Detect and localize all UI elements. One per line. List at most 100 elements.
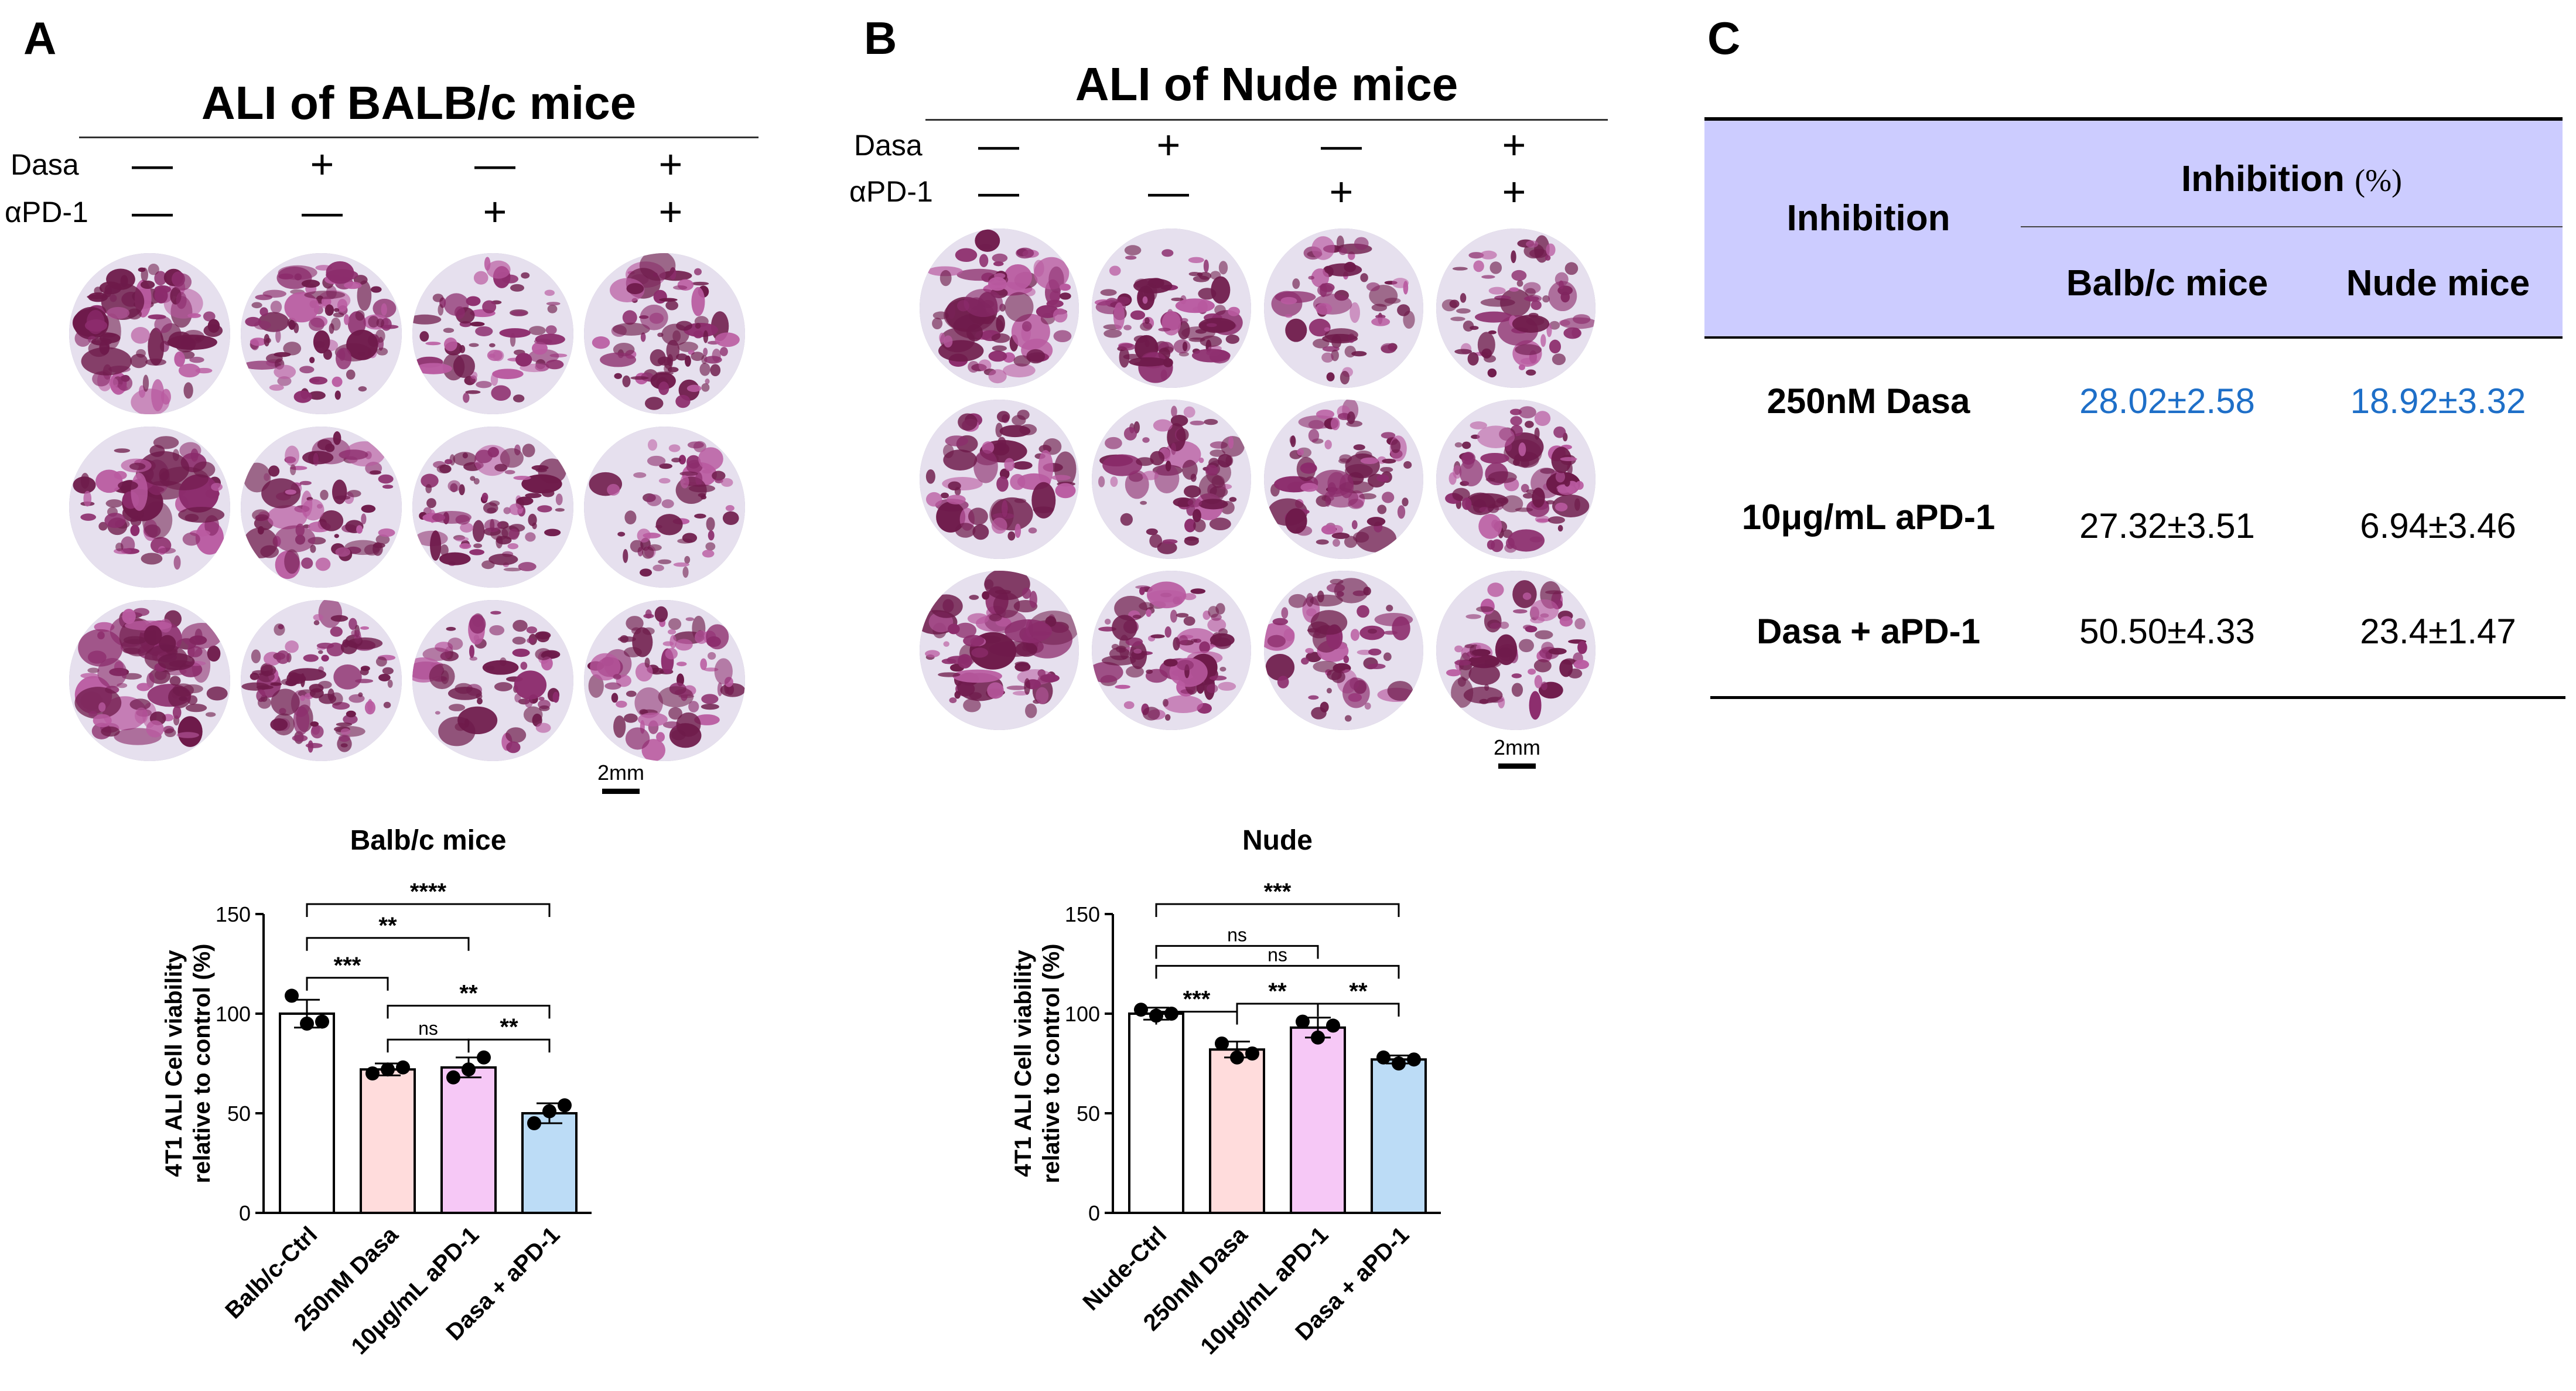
panel-a-well-r1-c1 (69, 253, 230, 414)
balbc-point-3-2 (462, 1062, 476, 1077)
panel-a-dasa-label: Dasa (11, 148, 79, 181)
panel-b-scale-line (1498, 763, 1536, 769)
table-row-label-apd1: 10μg/mL aPD-1 (1741, 497, 1996, 537)
panel-a-well-r1-c3 (412, 253, 573, 414)
panel-b-apd1-mark-4: + (1502, 169, 1526, 214)
balbc-y-axis-label-2: relative to control (%) (189, 944, 215, 1184)
panel-a-well-r1-c2 (241, 253, 402, 414)
table-row-label-dasa: 250nM Dasa (1767, 381, 1970, 421)
table-group-header: Inhibition (%) (2021, 158, 2563, 200)
panel-b-well-r1-c3 (1264, 229, 1423, 388)
panel-b-well-r3-c1 (920, 571, 1079, 730)
balbc-point-4-1 (527, 1116, 541, 1130)
nude-sig-label-1: *** (1264, 879, 1292, 905)
nude-point-1-1 (1134, 1003, 1148, 1017)
panel-letter-a: A (23, 12, 57, 64)
nude-point-3-2 (1311, 1030, 1325, 1045)
nude-point-4-3 (1407, 1052, 1421, 1067)
panel-b-dasa-mark-1: — (978, 122, 1019, 168)
nude-bar-2 (1209, 1048, 1265, 1214)
balbc-sig-bracket-2 (306, 937, 470, 951)
nude-sig-bracket-2 (1155, 945, 1319, 959)
balbc-point-4-2 (542, 1104, 556, 1119)
panel-b-well-r1-c1 (920, 229, 1079, 388)
panel-a-apd1-label: αPD-1 (5, 196, 88, 229)
balbc-y-tick-label-100: 100 (216, 1002, 251, 1026)
balbc-bar-4 (521, 1112, 578, 1214)
panel-a-well-r2-c4 (584, 427, 745, 588)
nude-bar-4 (1371, 1058, 1427, 1214)
panel-b-well-r3-c3 (1264, 571, 1423, 730)
nude-y-axis-label-1: 4T1 ALI Cell viability (1010, 949, 1036, 1177)
panel-b-well-r1-c2 (1092, 229, 1251, 388)
panel-a-title: ALI of BALB/c mice (201, 77, 637, 129)
balbc-y-tick-label-150: 150 (216, 902, 251, 926)
nude-sig-bracket-6 (1317, 1003, 1400, 1017)
nude-sig-bracket-4 (1155, 1011, 1238, 1025)
balbc-y-axis-label-1: 4T1 ALI Cell viability (161, 949, 187, 1177)
table-value-combo-balbc: 50.50±4.33 (2079, 612, 2255, 651)
panel-a-scale-label: 2mm (597, 761, 644, 785)
table-column-balbc: Balb/c mice (2066, 263, 2268, 304)
nude-point-4-2 (1392, 1056, 1406, 1070)
panel-a-well-r3-c3 (412, 600, 573, 761)
table-header-rule (1704, 336, 2563, 339)
panel-b-dasa-mark-3: — (1321, 122, 1362, 168)
balbc-sig-bracket-3 (306, 977, 389, 991)
panel-a-well-r1-c4 (584, 253, 745, 414)
balbc-point-2-1 (365, 1066, 380, 1080)
nude-y-axis-label-2: relative to control (%) (1038, 944, 1064, 1184)
nude-chart-title: Nude (1242, 825, 1313, 856)
nude-point-3-3 (1326, 1018, 1340, 1033)
nude-sig-bracket-1 (1155, 903, 1400, 917)
balbc-point-1-1 (285, 988, 299, 1003)
nude-sig-bracket-3 (1155, 964, 1400, 979)
nude-sig-label-3: ns (1267, 944, 1287, 965)
table-row-label-combo: Dasa + aPD-1 (1757, 612, 1980, 651)
panel-b-well-r2-c3 (1264, 400, 1423, 559)
panel-a-scale-bar: 2mm (592, 761, 650, 794)
balbc-point-3-3 (477, 1050, 491, 1065)
panel-b-apd1-mark-2: — (1148, 169, 1189, 214)
table-value-apd1-nude: 6.94±3.46 (2360, 506, 2516, 546)
panel-a-title-rule (79, 137, 759, 138)
balbc-sig-label-2: ** (378, 913, 397, 939)
balbc-chart-title: Balb/c mice (350, 825, 507, 856)
table-column-nude: Nude mice (2346, 263, 2530, 304)
panel-a-well-r2-c2 (241, 427, 402, 588)
table-group-title: Inhibition (2181, 159, 2345, 199)
balbc-sig-label-4: ** (459, 980, 478, 1006)
balbc-y-tick-label-50: 50 (227, 1102, 251, 1126)
balbc-sig-bracket-5 (387, 1038, 470, 1053)
balbc-bar-3 (440, 1066, 497, 1214)
panel-b-scale-bar: 2mm (1488, 735, 1546, 769)
panel-b-apd1-mark-1: — (978, 169, 1019, 214)
table-header-background (1704, 120, 2563, 338)
panel-b-dasa-label: Dasa (854, 129, 923, 162)
panel-b-well-r3-c2 (1092, 571, 1251, 730)
nude-y-tick-label-50: 50 (1077, 1102, 1100, 1126)
nude-sig-label-5: ** (1268, 979, 1287, 1004)
table-bottom-rule (1710, 696, 2565, 699)
nude-sig-label-4: *** (1183, 987, 1211, 1012)
inhibition-table: Inhibition Inhibition (%) Balb/c mice Nu… (1702, 117, 2565, 703)
balbc-sig-bracket-6 (467, 1038, 551, 1053)
panel-b-dasa-mark-2: + (1156, 122, 1181, 168)
balbc-point-4-3 (558, 1098, 572, 1113)
balbc-point-3-1 (446, 1070, 460, 1085)
table-value-apd1-balbc: 27.32±3.51 (2079, 506, 2255, 546)
balbc-point-2-2 (381, 1062, 395, 1077)
balbc-sig-label-6: ** (500, 1014, 518, 1040)
panel-a-well-r2-c3 (412, 427, 573, 588)
panel-a-dasa-mark-4: + (658, 141, 683, 187)
panel-b-scale-label: 2mm (1494, 735, 1540, 759)
panel-b-well-r1-c4 (1436, 229, 1596, 388)
balbc-point-1-3 (315, 1014, 329, 1029)
table-value-dasa-nude: 18.92±3.32 (2350, 381, 2526, 421)
panel-b-well-r3-c4 (1436, 571, 1596, 730)
balbc-sig-label-1: **** (410, 879, 447, 905)
nude-bar-1 (1128, 1012, 1184, 1214)
balbc-y-tick-label-0: 0 (239, 1201, 251, 1225)
